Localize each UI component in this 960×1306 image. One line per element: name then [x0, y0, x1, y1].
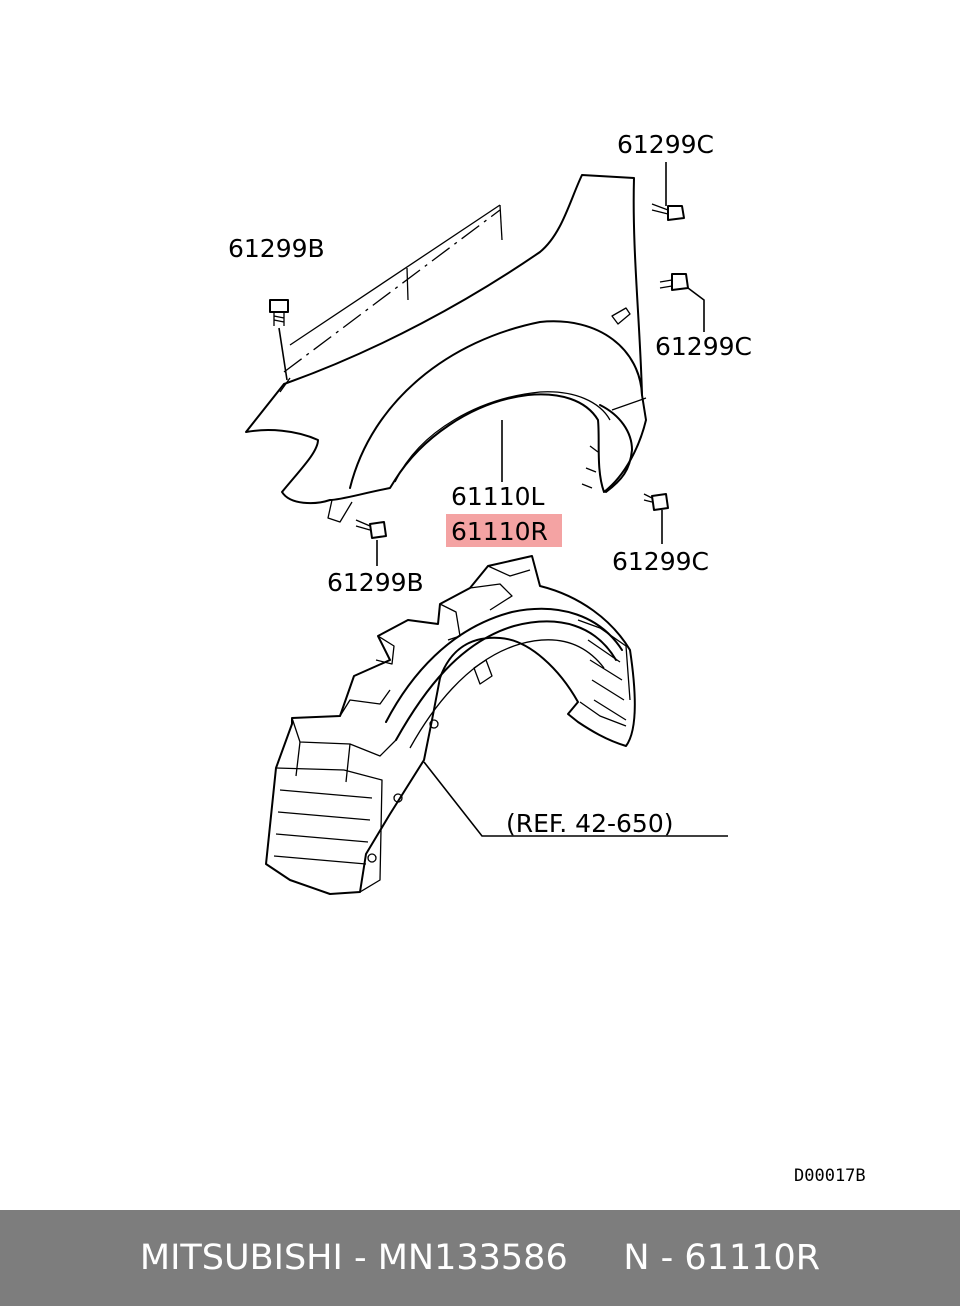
footer-separator: -	[342, 1238, 378, 1278]
part-highlight	[446, 514, 562, 547]
screw-icon	[355, 519, 387, 539]
footer-gap	[568, 1238, 624, 1278]
screw-icon	[269, 299, 289, 381]
screw-icon	[643, 493, 669, 511]
fender-liner	[265, 555, 636, 895]
callout-61299b-top: 61299B	[228, 234, 325, 263]
callout-61110l: 61110L	[451, 482, 545, 511]
part-number: MN133586	[377, 1238, 568, 1278]
leader-lines	[376, 162, 728, 837]
brand-name: MITSUBISHI	[139, 1238, 343, 1278]
callout-61110r: 61110R	[451, 517, 548, 546]
screw-icon	[659, 273, 689, 291]
callout-61299c-top: 61299C	[617, 130, 714, 159]
screw-icon	[651, 203, 685, 221]
callout-61299c-right: 61299C	[655, 332, 752, 361]
catalog-reference: N - 61110R	[623, 1238, 821, 1278]
reference-callout: (REF. 42-650)	[506, 809, 673, 838]
diagram-code: D00017B	[794, 1166, 866, 1186]
parts-diagram: 61299C 61299B 61299C 61110L 61110R 61299…	[228, 130, 866, 1186]
fender-panel	[245, 174, 647, 523]
footer-bar: MITSUBISHI - MN133586 N - 61110R	[0, 1210, 960, 1306]
callout-61299b-bottom: 61299B	[327, 568, 424, 597]
callout-61299c-bottom: 61299C	[612, 547, 709, 576]
